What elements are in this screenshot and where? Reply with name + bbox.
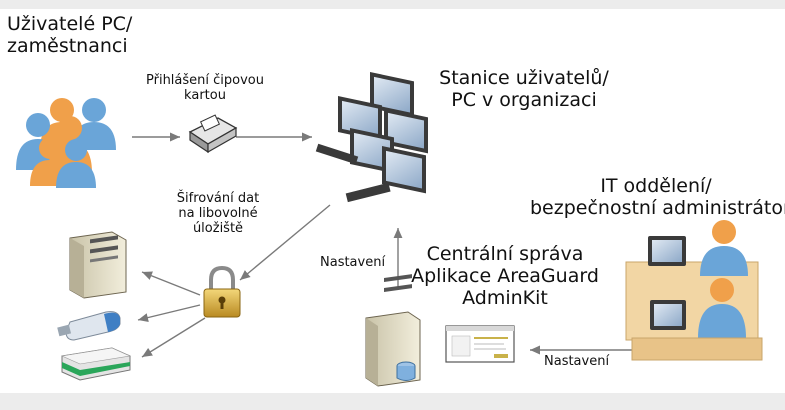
settings-label-left: Nastavení	[544, 354, 610, 369]
arrows	[132, 132, 632, 358]
usb-drive-icon	[57, 311, 121, 341]
administrators-icon	[625, 220, 763, 361]
central-admin-label-line3: AdminKit	[462, 286, 548, 309]
central-admin-label-line2: Aplikace AreaGuard	[411, 264, 599, 287]
it-label: IT oddělení/ bezpečnostní administrátor	[530, 175, 785, 220]
central-admin-label-line1: Centrální správa	[426, 243, 584, 265]
arrow-lock-to-drive	[141, 317, 206, 358]
bottom-band	[0, 393, 785, 410]
admin-window-icon	[445, 325, 515, 363]
top-band	[0, 0, 785, 9]
it-label-line1: IT oddělení/	[600, 175, 712, 197]
encryption-label-line1: Šifrování dat	[176, 191, 260, 206]
encryption-label-line2: na libovolné	[178, 205, 258, 221]
server-icon	[69, 231, 127, 299]
arrow-lock-to-usb	[137, 304, 201, 322]
padlock-icon	[203, 265, 241, 318]
stations-label-line1: Stanice uživatelů/	[439, 67, 609, 89]
users-label: Uživatelé PC/ zaměstnanci	[7, 13, 133, 58]
users-group-icon	[16, 98, 116, 188]
stations-label: Stanice uživatelů/ PC v organizaci	[424, 67, 624, 112]
login-label-line1: Přihlášení čipovou	[146, 73, 264, 88]
arrow-lock-to-server	[141, 271, 201, 296]
admin-server-icon	[365, 274, 421, 387]
login-label: Přihlášení čipovou kartou	[140, 73, 270, 104]
arrow-stations-to-lock	[239, 204, 331, 281]
stations-label-line2: PC v organizaci	[451, 88, 597, 111]
settings-label-up: Nastavení	[320, 255, 386, 270]
central-admin-label: Centrální správa Aplikace AreaGuard Admi…	[410, 243, 600, 310]
encryption-label-line3: úložiště	[192, 220, 244, 236]
users-label-line2: zaměstnanci	[7, 34, 128, 57]
users-label-line1: Uživatelé PC/	[7, 13, 133, 35]
login-label-line2: kartou	[184, 87, 226, 103]
encryption-label: Šifrování dat na libovolné úložiště	[158, 191, 278, 237]
workstations-icon	[315, 72, 428, 203]
it-label-line2: bezpečnostní administrátor	[530, 196, 785, 219]
smart-card-reader-icon	[188, 114, 238, 154]
external-drive-icon	[60, 347, 132, 381]
